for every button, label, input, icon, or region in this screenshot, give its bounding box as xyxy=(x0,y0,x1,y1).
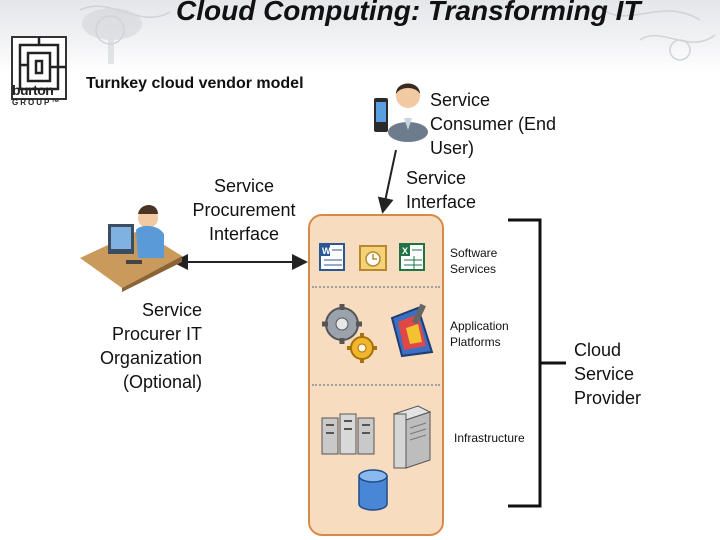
logo-wordmark: burton xyxy=(12,82,54,98)
application-platforms-label: Application Platforms xyxy=(450,319,509,349)
service-consumer-icon xyxy=(374,83,428,142)
service-procurer-label: Service Procurer IT Organization (Option… xyxy=(99,300,202,392)
service-consumer-label: Service Consumer (End User) xyxy=(430,90,557,158)
cloud-service-provider-label: Cloud Service Provider xyxy=(574,340,642,408)
server-tower-icon xyxy=(392,405,432,469)
svg-text:W: W xyxy=(322,246,331,256)
burton-group-logo xyxy=(11,36,67,100)
outlook-calendar-icon xyxy=(359,245,387,271)
database-icon xyxy=(358,469,388,511)
software-services-label: Software Services xyxy=(450,246,498,276)
svg-text:X: X xyxy=(402,246,408,256)
service-procurement-interface-label: Service Procurement Interface xyxy=(192,176,296,244)
layer-divider-1 xyxy=(312,286,440,288)
word-document-icon: W xyxy=(319,243,345,271)
slide-subtitle: Turnkey cloud vendor model xyxy=(86,75,304,92)
excel-spreadsheet-icon: X xyxy=(399,243,425,271)
layer-divider-2 xyxy=(312,384,440,386)
procurer-workstation-icon xyxy=(80,205,182,292)
application-tools-icon xyxy=(390,303,434,358)
slide-title: Cloud Computing: Transforming IT xyxy=(176,0,641,26)
infrastructure-label: Infrastructure xyxy=(454,431,525,445)
logo-group-text: GROUP™ xyxy=(12,98,62,107)
gears-icon xyxy=(322,304,377,363)
header-swirl-decoration xyxy=(79,5,716,64)
service-interface-label: Service Interface xyxy=(406,168,477,212)
server-rack-icon xyxy=(321,413,375,455)
